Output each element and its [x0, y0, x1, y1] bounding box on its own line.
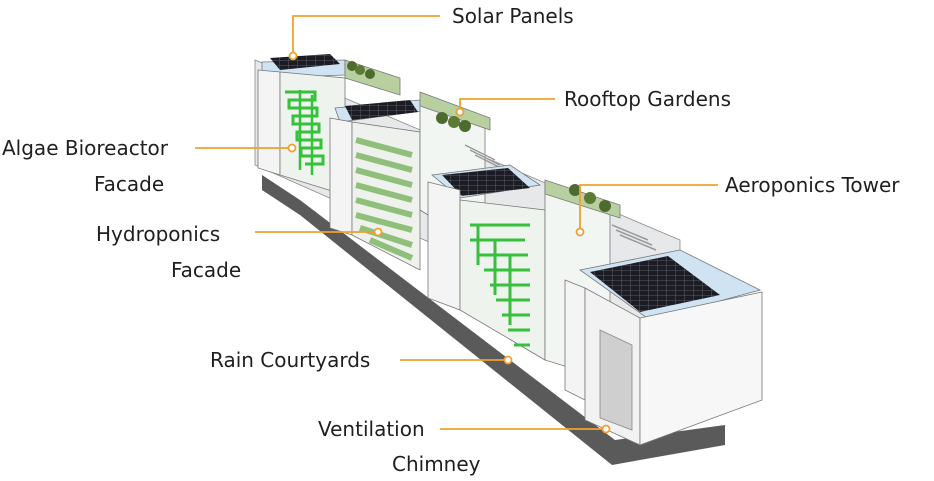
solar-panel-array-3: [442, 168, 530, 196]
algae-facade-pattern-2: [470, 223, 530, 347]
label-algae-bioreactor-line2: Facade: [94, 172, 165, 196]
label-ventilation-line2: Chimney: [392, 452, 481, 476]
solar-panel-array-1: [270, 54, 340, 70]
marker-solar-panels: [288, 51, 298, 61]
label-hydroponics-line2: Facade: [171, 258, 242, 282]
leader-aeroponics-tower: [579, 184, 718, 232]
label-hydroponics-line1: Hydroponics: [96, 222, 221, 246]
label-aeroponics-tower: Aeroponics Tower: [725, 173, 900, 197]
hydroponics-facade-pattern: [355, 137, 414, 261]
marker-ventilation-chimney: [601, 424, 611, 434]
leader-markers: [287, 51, 611, 434]
marker-hydroponics: [373, 227, 383, 237]
marker-rooftop-gardens: [455, 107, 465, 117]
module-4: [564, 249, 763, 446]
solar-panel-array-4: [590, 256, 720, 312]
marker-aeroponics-tower: [575, 227, 585, 237]
label-algae-bioreactor-line1: Algae Bioreactor: [2, 136, 169, 160]
leader-rooftop-gardens: [459, 98, 555, 112]
marker-rain-courtyards: [503, 355, 513, 365]
leader-solar-panels: [292, 15, 440, 56]
label-solar-panels: Solar Panels: [452, 4, 574, 28]
marker-algae-bioreactor: [287, 143, 297, 153]
building-base-shadow: [262, 175, 725, 465]
label-rooftop-gardens: Rooftop Gardens: [564, 87, 732, 111]
solar-panel-array-2: [345, 100, 418, 120]
label-rain-courtyards: Rain Courtyards: [210, 348, 371, 372]
label-ventilation-line1: Ventilation: [318, 417, 425, 441]
